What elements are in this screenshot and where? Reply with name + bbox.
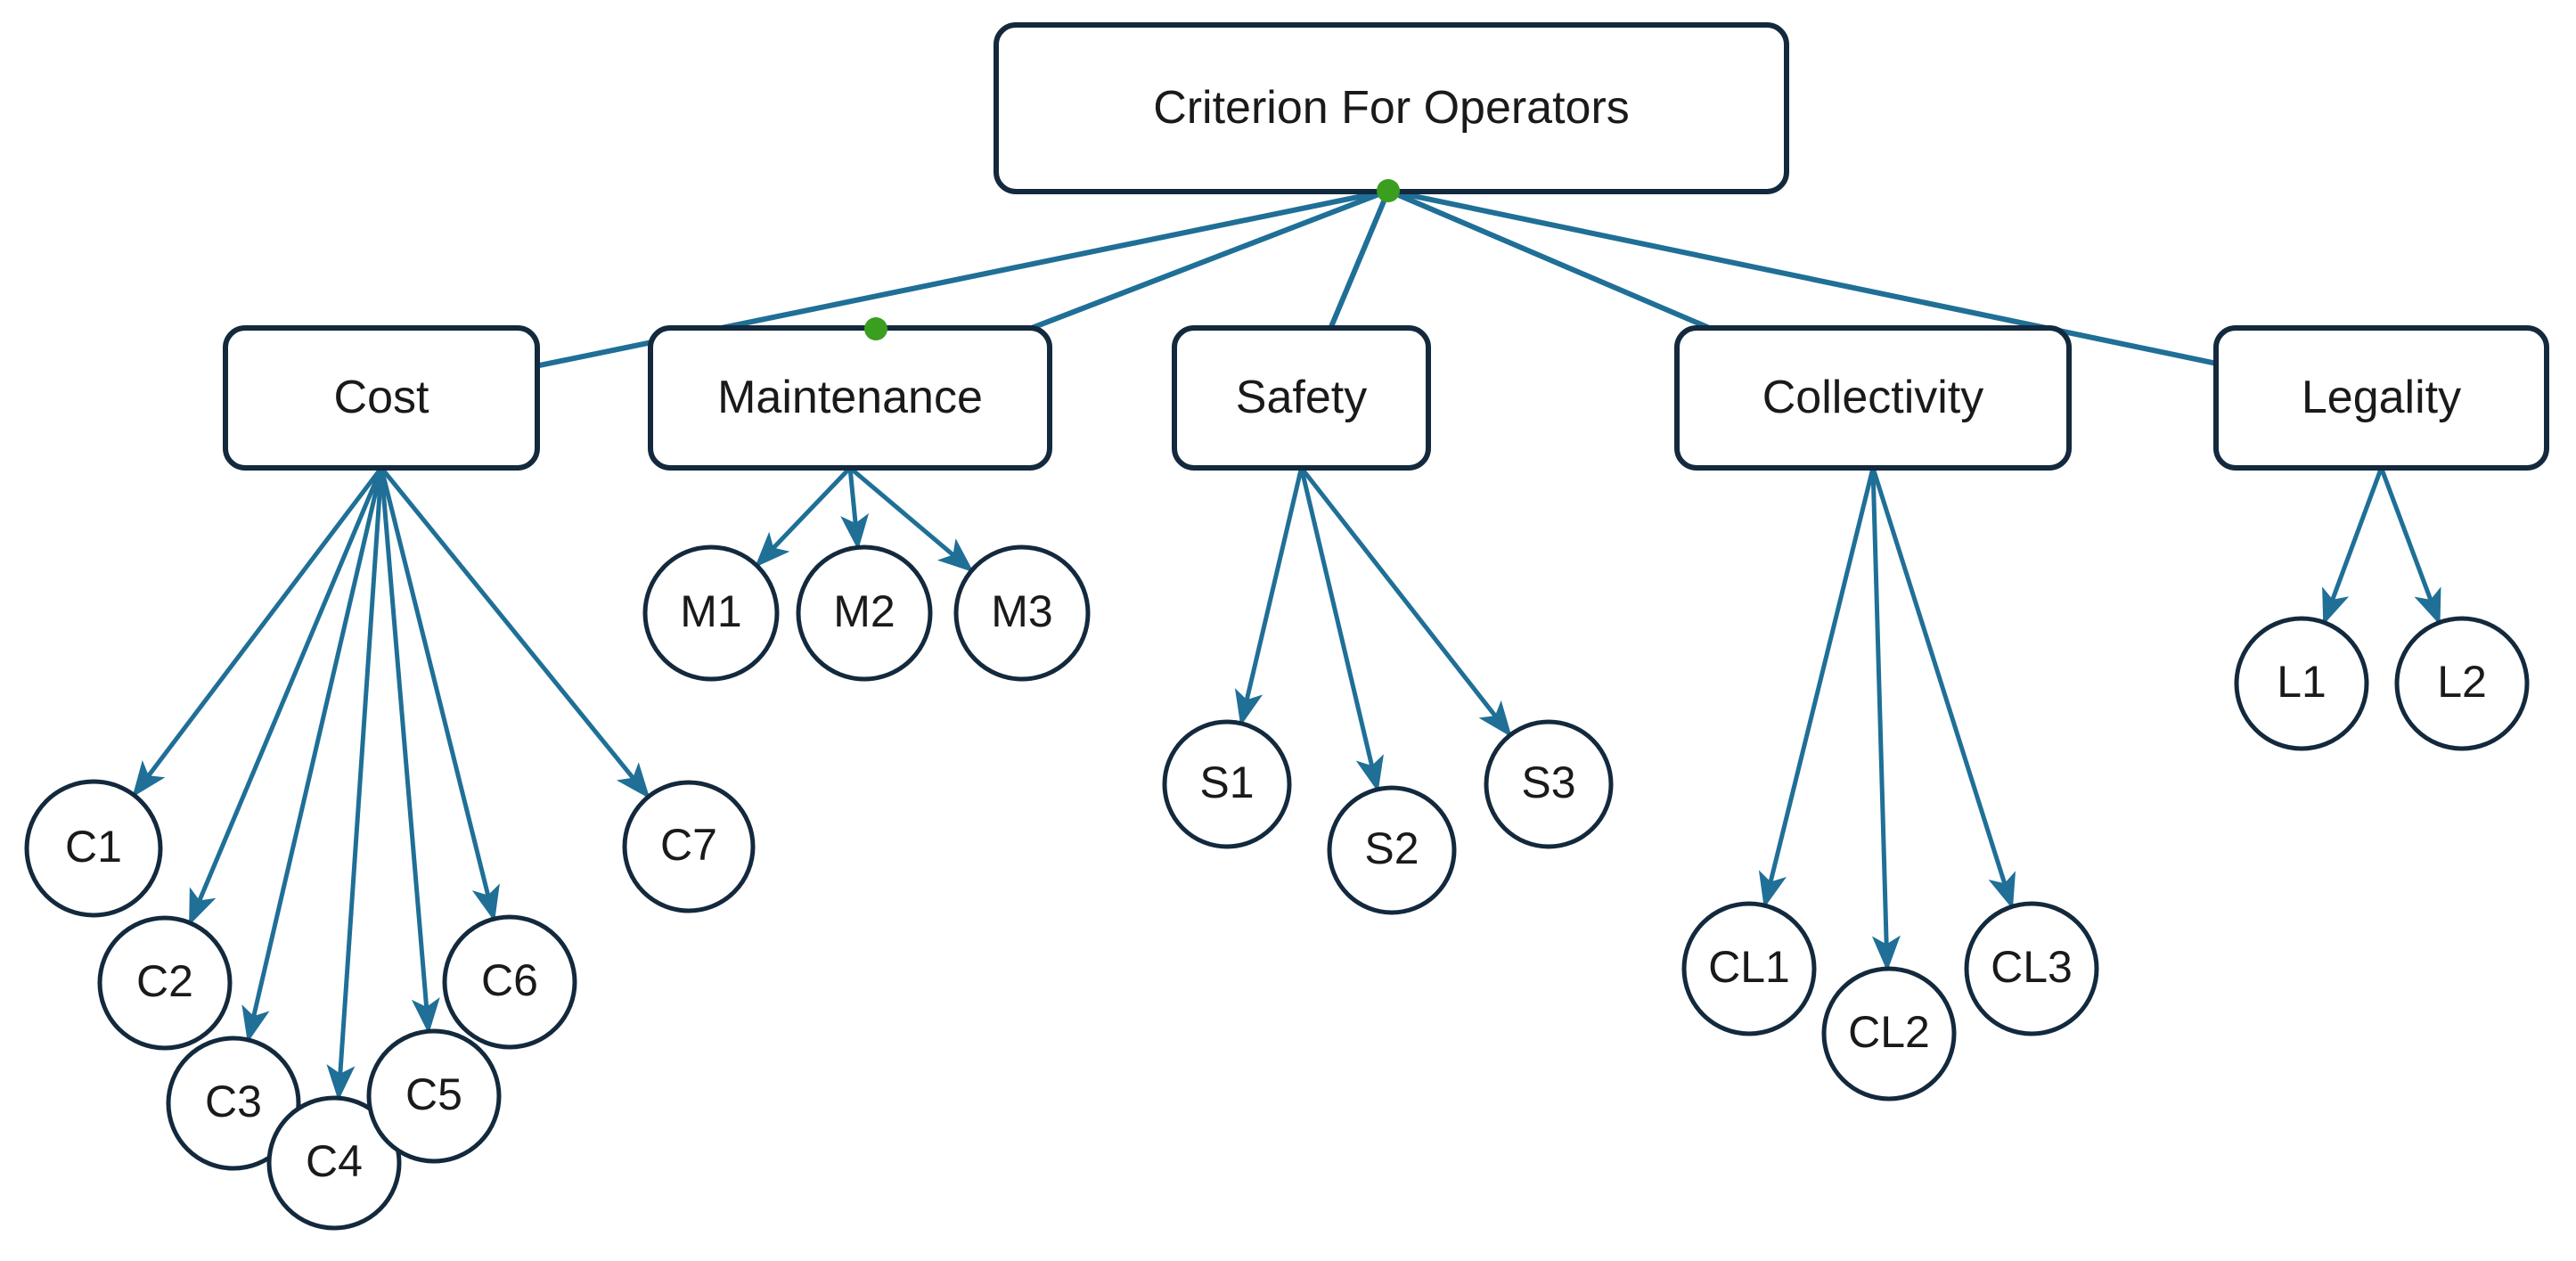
node-m1[interactable]: M1 — [642, 545, 780, 682]
node-maintenance[interactable]: Maintenance — [648, 325, 1052, 471]
node-cl3-shape — [1964, 901, 2099, 1036]
edge-maintenance-to-m1 — [755, 466, 852, 568]
node-c3-shape — [166, 1036, 301, 1171]
node-root-label: Criterion For Operators — [1153, 82, 1630, 134]
node-c6-shape — [442, 914, 577, 1050]
node-safety-label: Safety — [1236, 372, 1367, 423]
node-l1[interactable]: L1 — [2234, 616, 2369, 751]
node-collectivity-shape — [1674, 325, 2072, 471]
node-s2[interactable]: S2 — [1327, 785, 1457, 915]
node-c4-label: C4 — [306, 1136, 363, 1186]
edge-safety-to-s1 — [1234, 467, 1304, 726]
node-cl3[interactable]: CL3 — [1964, 901, 2099, 1036]
node-legality[interactable]: Legality — [2213, 325, 2549, 471]
node-m3[interactable]: M3 — [953, 545, 1091, 682]
edge-safety-to-s3 — [1299, 466, 1512, 738]
node-l2-shape — [2394, 616, 2530, 751]
edge-cost-to-c4 — [326, 467, 384, 1101]
node-safety[interactable]: Safety — [1172, 325, 1431, 471]
node-l2[interactable]: L2 — [2394, 616, 2530, 751]
node-c4[interactable]: C4 — [266, 1095, 402, 1231]
node-c2-shape — [97, 915, 233, 1051]
edge-collectivity-to-cl1 — [1758, 467, 1876, 909]
anchor-root-dot[interactable] — [1377, 179, 1400, 202]
anchor-dots-layer — [864, 179, 1400, 340]
node-c7-label: C7 — [660, 820, 717, 870]
node-m3-shape — [953, 545, 1091, 682]
node-safety-shape — [1172, 325, 1431, 471]
edge-cost-to-c1 — [132, 466, 383, 798]
edge-maintenance-to-m2 — [840, 467, 870, 551]
node-legality-shape — [2213, 325, 2549, 471]
edge-cost-to-c5 — [379, 467, 440, 1035]
anchor-maintenance-dot[interactable] — [864, 317, 887, 340]
node-cl3-label: CL3 — [1991, 942, 2073, 992]
edge-safety-to-s2 — [1299, 467, 1384, 792]
edge-cost-to-c6 — [379, 467, 500, 922]
node-s1-shape — [1162, 719, 1292, 849]
edge-collectivity-to-cl2 — [1870, 467, 1901, 972]
node-c6[interactable]: C6 — [442, 914, 577, 1050]
node-c7-shape — [622, 780, 756, 913]
node-cl2-shape — [1821, 966, 1957, 1101]
node-c1-shape — [24, 779, 163, 918]
node-c3[interactable]: C3 — [166, 1036, 301, 1171]
node-s3[interactable]: S3 — [1484, 719, 1614, 849]
node-m2-shape — [796, 545, 933, 682]
node-s3-shape — [1484, 719, 1614, 849]
node-cl1-label: CL1 — [1708, 942, 1790, 992]
node-c1[interactable]: C1 — [24, 779, 163, 918]
edge-maintenance-to-m3 — [848, 466, 974, 573]
node-c1-label: C1 — [65, 822, 122, 872]
node-collectivity-label: Collectivity — [1762, 372, 1984, 423]
node-s1-label: S1 — [1199, 757, 1254, 807]
node-s2-shape — [1327, 785, 1457, 915]
node-c2-label: C2 — [136, 956, 193, 1006]
node-cost-label: Cost — [334, 372, 429, 423]
edge-collectivity-to-cl3 — [1870, 467, 2016, 910]
node-l1-label: L1 — [2277, 657, 2327, 707]
node-root[interactable]: Criterion For Operators — [994, 22, 1789, 194]
node-cl2-label: CL2 — [1848, 1007, 1930, 1057]
node-c5-shape — [366, 1028, 502, 1164]
edge-legality-to-l1 — [2321, 467, 2384, 626]
edge-legality-to-l2 — [2379, 467, 2441, 626]
edge-cost-to-c3 — [241, 467, 384, 1043]
edges-layer — [132, 188, 2441, 1101]
node-collectivity[interactable]: Collectivity — [1674, 325, 2072, 471]
node-m1-label: M1 — [680, 586, 741, 636]
node-c7[interactable]: C7 — [622, 780, 756, 913]
node-c5-label: C5 — [405, 1069, 462, 1119]
node-maintenance-shape — [648, 325, 1052, 471]
node-legality-label: Legality — [2302, 372, 2461, 423]
node-cl1-shape — [1681, 901, 1817, 1036]
node-cost[interactable]: Cost — [223, 325, 540, 471]
node-s2-label: S2 — [1364, 823, 1419, 873]
node-m2[interactable]: M2 — [796, 545, 933, 682]
node-l2-label: L2 — [2437, 657, 2487, 707]
node-maintenance-label: Maintenance — [717, 372, 983, 423]
node-s1[interactable]: S1 — [1162, 719, 1292, 849]
node-cl2[interactable]: CL2 — [1821, 966, 1957, 1101]
node-c5[interactable]: C5 — [366, 1028, 502, 1164]
node-s3-label: S3 — [1521, 757, 1575, 807]
node-c4-shape — [266, 1095, 402, 1231]
node-m1-shape — [642, 545, 780, 682]
node-m3-label: M3 — [991, 586, 1052, 636]
edge-cost-to-c7 — [380, 466, 650, 799]
edge-cost-to-c2 — [187, 467, 384, 926]
node-c3-label: C3 — [205, 1077, 262, 1126]
node-c6-label: C6 — [481, 955, 538, 1005]
node-cl1[interactable]: CL1 — [1681, 901, 1817, 1036]
node-m2-label: M2 — [833, 586, 895, 636]
node-c2[interactable]: C2 — [97, 915, 233, 1051]
node-cost-shape — [223, 325, 540, 471]
node-l1-shape — [2234, 616, 2369, 751]
edge-root-to-cost — [378, 188, 1389, 407]
